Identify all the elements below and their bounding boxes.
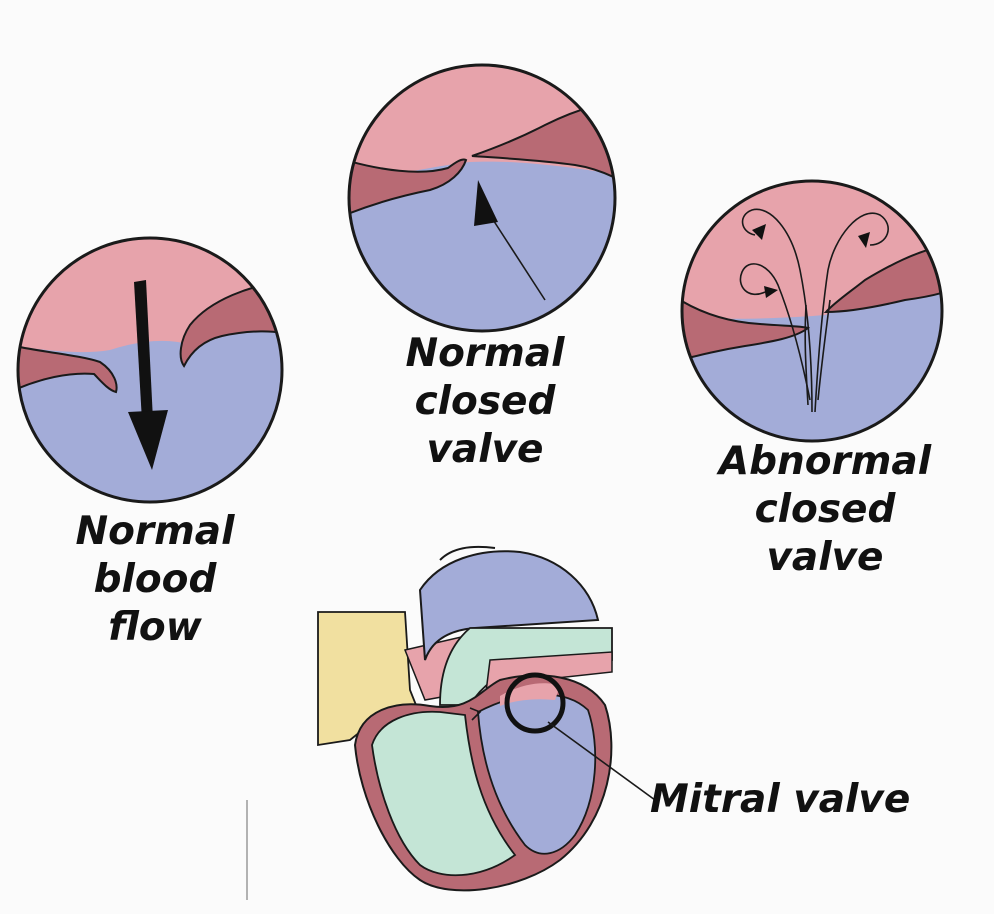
pressure-arrowhead	[474, 180, 498, 226]
mitral-valve-label: Mitral valve	[650, 776, 940, 824]
mitral-leader-line	[547, 721, 656, 801]
caption-line: Abnormal	[718, 439, 932, 484]
caption-line: blood	[93, 557, 217, 602]
atrium-region	[18, 238, 282, 353]
valve-atrium-strip	[500, 683, 560, 706]
circle-outline	[680, 179, 944, 443]
circle-outline	[347, 63, 617, 333]
normal-closed-circle	[347, 63, 617, 333]
right-ventricle	[371, 710, 517, 877]
normal-flow-circle	[16, 236, 284, 504]
flow-arrow	[128, 280, 168, 470]
abnormal-closed-circle	[680, 179, 944, 443]
regurgitant-jets	[739, 208, 889, 413]
normal-flow-caption: Normal blood flow	[40, 508, 270, 652]
caption-line: closed	[414, 379, 556, 424]
caption-line: Normal	[405, 331, 565, 376]
caption-line: Normal	[75, 509, 235, 554]
right-leaflet	[471, 98, 615, 182]
jet-arrowhead-3	[764, 286, 778, 298]
caption-line: closed	[754, 487, 896, 532]
circle-outline	[16, 236, 284, 504]
left-leaflet	[18, 343, 118, 394]
jet-arrowhead-2	[858, 232, 870, 248]
jet-arrowhead-1	[752, 224, 766, 240]
callout-text: Mitral valve	[650, 777, 911, 822]
caption-line: valve	[426, 427, 544, 472]
pressure-line	[487, 211, 546, 301]
caption-line: valve	[766, 535, 884, 580]
caption-line: flow	[108, 605, 202, 650]
left-leaflet	[349, 158, 468, 217]
abnormal-closed-caption: Abnormal closed valve	[690, 438, 960, 582]
heart-illustration	[246, 545, 656, 900]
mitral-valve-marker	[504, 672, 566, 734]
normal-closed-caption: Normal closed valve	[360, 330, 610, 474]
right-leaflet	[823, 243, 942, 314]
aorta	[418, 550, 600, 661]
